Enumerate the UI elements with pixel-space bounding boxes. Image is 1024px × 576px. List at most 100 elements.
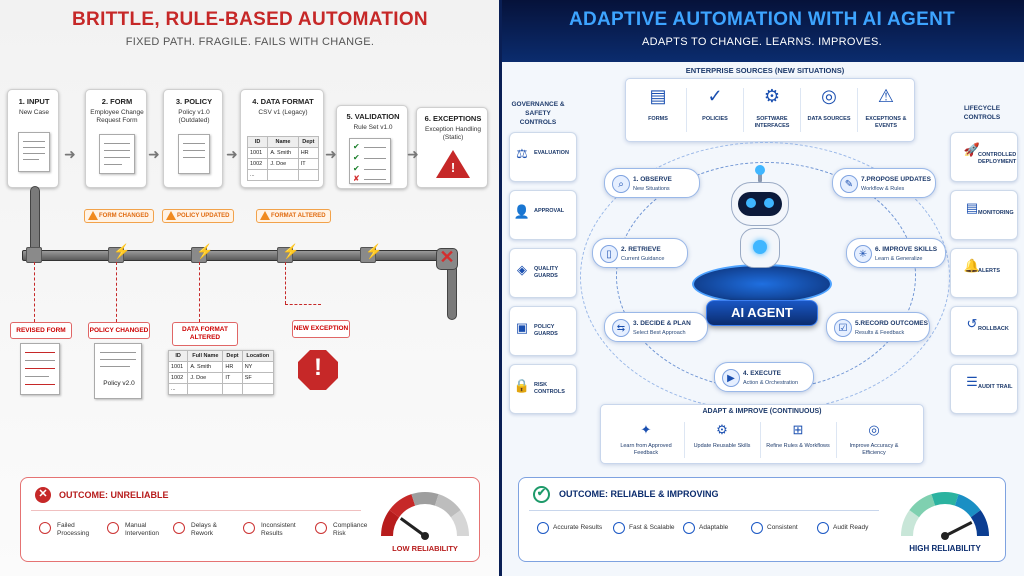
- flow-arrow-icon: ➜: [226, 146, 238, 162]
- right-title: ADAPTIVE AUTOMATION WITH AI AGENT: [568, 9, 955, 30]
- step-title: 7.PROPOSE UPDATES: [861, 176, 931, 183]
- pipe-end: [447, 264, 457, 320]
- book-icon: ▯: [600, 245, 618, 263]
- table-cell: SF: [241, 372, 275, 384]
- pipe-joint: [26, 247, 42, 263]
- outcome-reliable-title: OUTCOME: RELIABLE & IMPROVING: [559, 489, 719, 499]
- agent-label: AI AGENT: [731, 305, 793, 320]
- gauge-needle: [399, 517, 426, 538]
- table-cell: ID: [246, 136, 269, 148]
- table-cell: [297, 169, 320, 181]
- right-subtitle: ADAPTS TO CHANGE. LEARNS. IMPROVES.: [642, 36, 882, 48]
- network-icon: ✳: [854, 245, 872, 263]
- step-sub: Results & Feedback: [855, 330, 905, 336]
- governance-card: [509, 306, 577, 356]
- gauge-hub: [421, 532, 429, 540]
- outcome-item: Audit Ready: [833, 524, 869, 531]
- step-sub: Workflow & Rules: [861, 186, 905, 192]
- adapt-item: Refine Rules & Workflows: [766, 443, 830, 449]
- table-cell: 1001: [167, 361, 189, 373]
- table-cell: ...: [167, 383, 189, 395]
- governance-title: GOVERNANCE & SAFETY CONTROLS: [511, 101, 565, 126]
- monitor-icon: ▤: [965, 200, 979, 215]
- table-cell: HR: [222, 361, 243, 373]
- separator: [760, 422, 761, 458]
- policy-v2-document: Policy v2.0: [94, 343, 142, 399]
- decision-icon: ⇆: [612, 319, 630, 337]
- approval-icon: 👤: [513, 204, 531, 219]
- table-cell: 1001: [246, 147, 269, 159]
- clipboard-icon: ☑: [834, 319, 852, 337]
- revised-form-icon: [20, 343, 60, 395]
- bell-icon: 🔔: [963, 258, 981, 273]
- governance-card: [509, 364, 577, 414]
- panel-divider: [499, 0, 502, 576]
- form-icon: [99, 134, 135, 174]
- inconsistent-results-icon: [243, 522, 255, 534]
- pipe-joint: [360, 247, 376, 263]
- warning-icon: [260, 211, 270, 220]
- outcome-item: Adaptable: [699, 524, 729, 531]
- table-cell: [187, 383, 224, 395]
- stage-form-title: 2. FORM: [101, 97, 133, 106]
- robot-eye: [746, 198, 756, 208]
- left-subtitle: FIXED PATH. FRAGILE. FAILS WITH CHANGE.: [125, 36, 375, 48]
- crack-icon: ⚡: [282, 243, 300, 259]
- table-cell: HR: [297, 147, 320, 159]
- step-title: 3. DECIDE & PLAN: [633, 320, 691, 327]
- governance-label: POLICY GUARDS: [534, 324, 558, 337]
- governance-label: APPROVAL: [534, 208, 565, 214]
- lock-icon: 🔒: [513, 378, 531, 393]
- flow-arrow-icon: ➜: [64, 146, 76, 162]
- gauge-segment: [970, 510, 989, 537]
- stage-validation: 5. VALIDATION Rule Set v1.0 ✔ ✔ ✔ ✘: [336, 105, 408, 189]
- table-cell: NY: [241, 361, 275, 373]
- gauge-label: LOW RELIABILITY: [392, 544, 458, 553]
- adapt-item: Update Reusable Skills: [693, 443, 751, 449]
- lifecycle-label: CONTROLLED DEPLOYMENT: [978, 152, 1017, 165]
- flow-arrow-icon: ➜: [325, 146, 337, 162]
- stage-data-format-sub: CSV v1 (Legacy): [258, 109, 308, 116]
- warning-icon: [88, 211, 98, 220]
- outcome-item: Fast & Scalable: [629, 524, 675, 531]
- right-header-band: [500, 0, 1024, 62]
- robot-eye: [764, 198, 774, 208]
- step-sub: Select Best Approach: [633, 330, 686, 336]
- table-cell: [241, 383, 275, 395]
- adapt-improve-panel: [600, 404, 924, 464]
- accurate-results-icon: [537, 522, 549, 534]
- new-exception-label: NEW EXCEPTION: [292, 320, 350, 338]
- policy-doc-label: Policy v2.0: [103, 380, 135, 387]
- lifecycle-card: [950, 248, 1018, 298]
- lifecycle-card: [950, 190, 1018, 240]
- lifecycle-label: AUDIT TRAIL: [978, 384, 1013, 390]
- source-label: EXCEPTIONS & EVENTS: [865, 116, 907, 129]
- learn-icon: ✦: [640, 422, 652, 437]
- table-cell: Full Name: [187, 350, 224, 362]
- outcome-item: Compliance Risk: [333, 522, 368, 537]
- table-cell: A. Smith: [187, 361, 224, 373]
- stage-policy-title: 3. POLICY: [175, 97, 213, 106]
- outcome-item: Consistent: [767, 524, 798, 531]
- crack-icon: ⚡: [113, 243, 131, 259]
- pipeline: [22, 250, 454, 261]
- pipe-block: [436, 248, 458, 270]
- table-cell: [267, 169, 299, 181]
- fail-icon: [35, 487, 51, 503]
- stage-input: 1. INPUT New Case: [7, 89, 59, 188]
- policy-icon: ✓: [707, 86, 723, 106]
- low-reliability-gauge: [381, 492, 469, 540]
- audit-ready-icon: [817, 522, 829, 534]
- governance-card: [509, 132, 577, 182]
- audit-icon: ☰: [966, 374, 978, 389]
- manual-intervention-icon: [107, 522, 119, 534]
- rocket-icon: 🚀: [963, 142, 981, 157]
- stage-form-sub: Employee Change Request Form: [90, 109, 144, 124]
- sources-panel: [625, 78, 915, 142]
- outcome-item: Accurate Results: [553, 524, 603, 531]
- warning-format-altered: FORMAT ALTERED: [256, 209, 331, 223]
- agent-platform: [692, 264, 832, 304]
